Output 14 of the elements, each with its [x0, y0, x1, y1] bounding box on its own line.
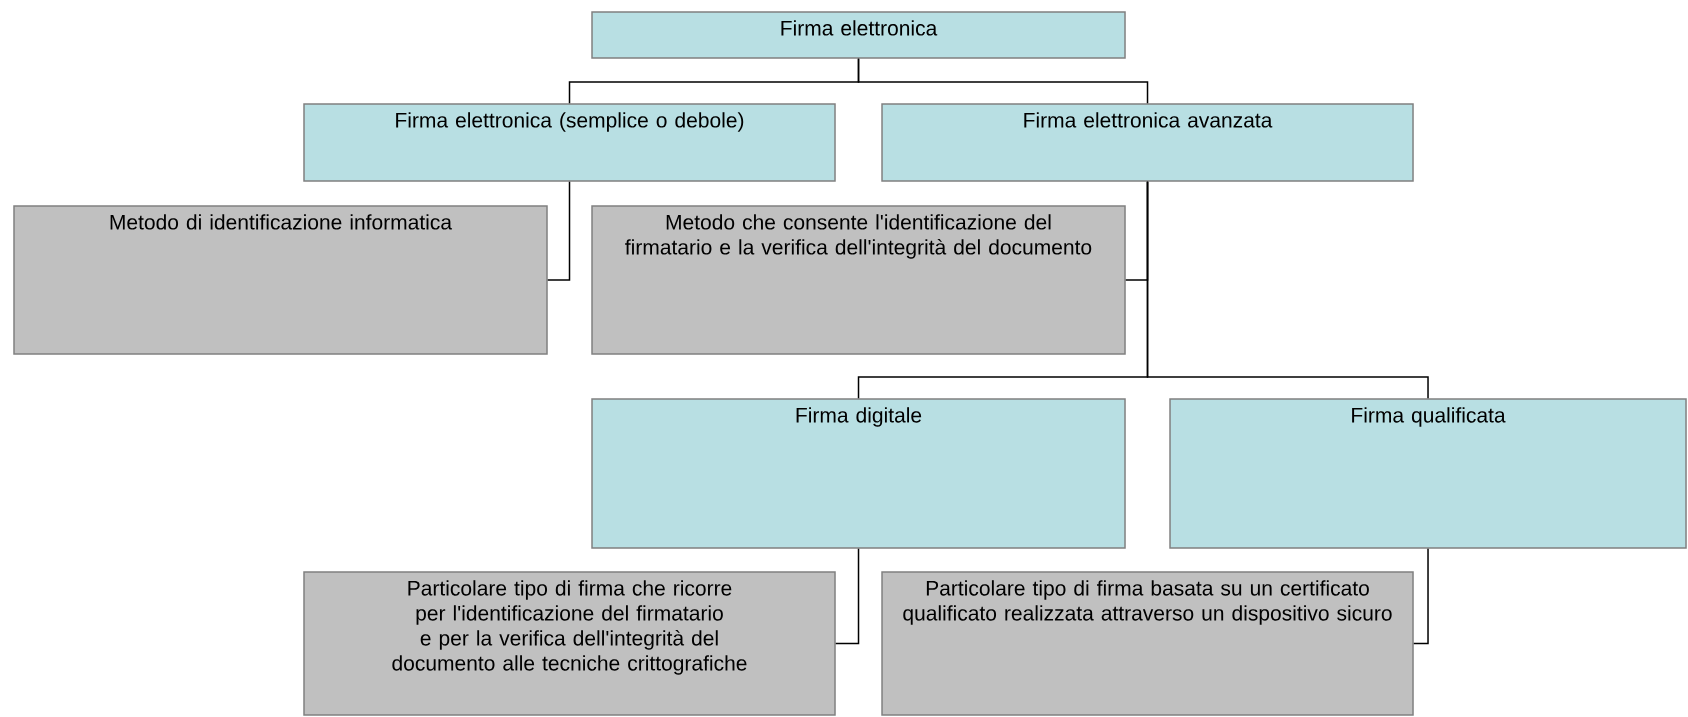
- category-box: Firma elettronica: [591, 11, 1126, 59]
- category-box: Firma elettronica avanzata: [881, 103, 1414, 182]
- connector: [1413, 548, 1429, 645]
- description-box: Metodo di identificazione informatica: [13, 205, 548, 355]
- category-box: Firma qualificata: [1169, 398, 1687, 549]
- description-box: Particolare tipo di firma che ricorre per l'identificazione del firmatario e per la verifica dell'integrità del documento alle tecniche crittografiche: [303, 571, 836, 716]
- connector: [547, 181, 571, 281]
- description-box: Particolare tipo di firma basata su un certificato qualificato realizzata attraverso un dispositivo sicuro: [881, 571, 1414, 716]
- connector: [857, 58, 1149, 104]
- category-box: Firma digitale: [591, 398, 1126, 549]
- description-box: Metodo che consente l'identificazione del firmatario e la verifica dell'integrità del documento: [591, 205, 1126, 355]
- connector: [1146, 181, 1429, 399]
- category-box: Firma elettronica (semplice o debole): [303, 103, 836, 182]
- connector: [835, 548, 860, 645]
